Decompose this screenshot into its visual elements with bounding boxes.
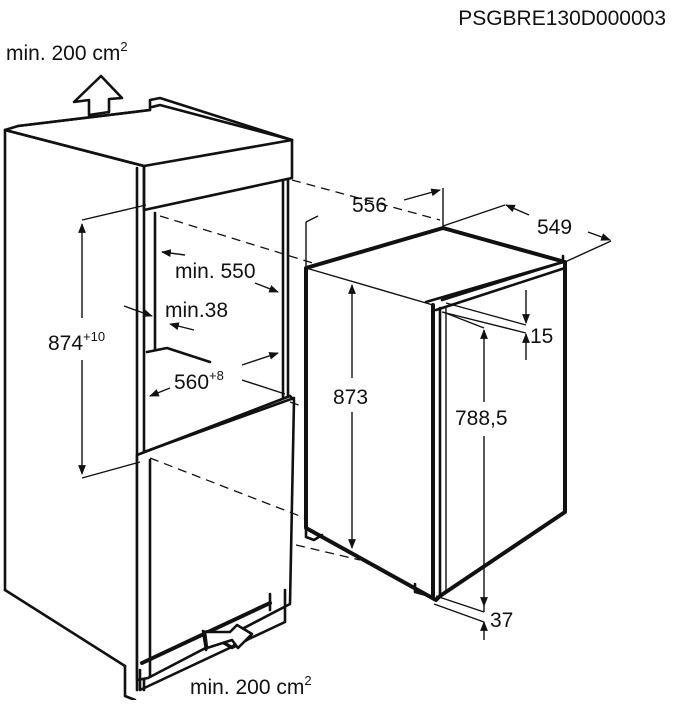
ventilation-top-label: min. 200 cm2 [6, 39, 128, 65]
dimension-niche-height: 874+10 [48, 204, 147, 479]
svg-text:min. 200 cm2: min. 200 cm2 [6, 39, 128, 65]
svg-text:min.38: min.38 [165, 299, 228, 322]
svg-text:549: 549 [537, 216, 572, 239]
dimension-niche-width: 560+8 [149, 352, 286, 397]
svg-text:788,5: 788,5 [455, 407, 508, 430]
dimension-niche-depth: min. 550 [161, 249, 279, 293]
dimension-appliance-width: 556 [305, 188, 444, 268]
appliance-body [304, 226, 567, 602]
svg-text:min. 550: min. 550 [175, 260, 256, 283]
vent-in-arrow [203, 623, 254, 650]
dimension-bottom-offset: 37 [433, 595, 513, 640]
dimension-appliance-depth: 549 [442, 204, 612, 263]
dimension-top-offset: 15 [441, 290, 553, 360]
svg-text:873: 873 [333, 386, 368, 409]
arrow-up-outline-icon [72, 74, 124, 117]
svg-text:556: 556 [352, 194, 387, 217]
svg-text:15: 15 [530, 325, 553, 348]
svg-text:min. 200 cm2: min. 200 cm2 [190, 673, 312, 699]
svg-text:874+10: 874+10 [48, 329, 105, 355]
svg-text:37: 37 [490, 609, 513, 632]
document-code: PSGBRE130D000003 [458, 7, 666, 30]
niche-cabinet [3, 96, 296, 702]
dimension-appliance-height: 873 [333, 284, 368, 549]
ventilation-bottom-label: min. 200 cm2 [190, 673, 312, 699]
svg-text:560+8: 560+8 [174, 368, 224, 394]
dimension-side-gap: min.38 [123, 299, 228, 331]
